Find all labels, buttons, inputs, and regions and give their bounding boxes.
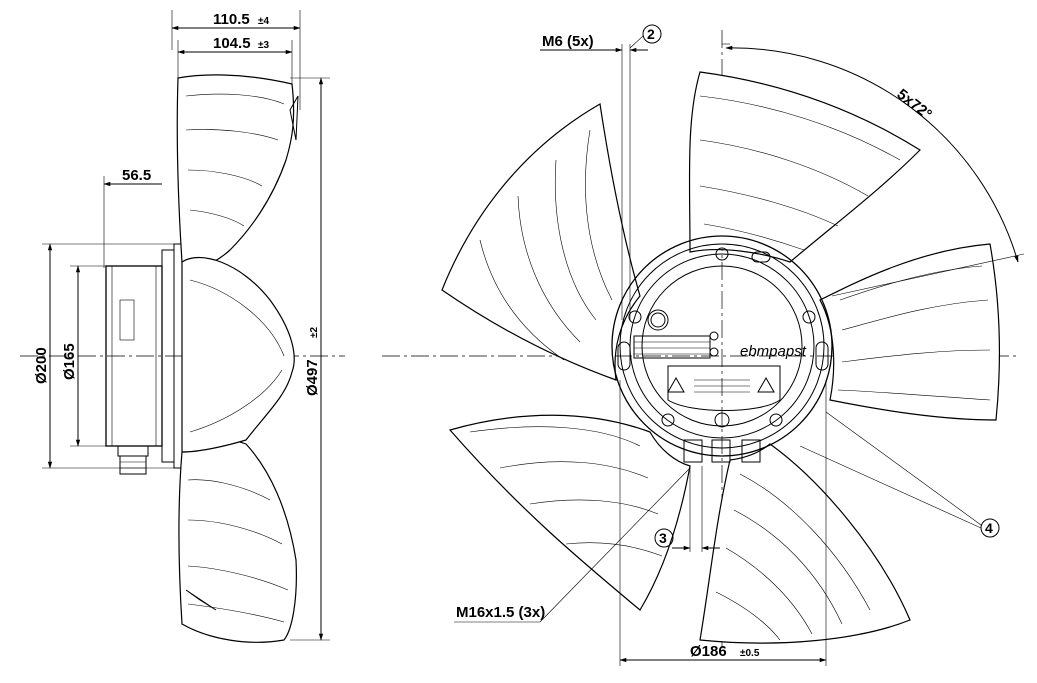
dim-total-width: 110.5 ±4 — [171, 10, 301, 110]
dim-cable-gland: M16x1.5 (3x) — [454, 467, 691, 623]
callout-3-label: 3 — [659, 530, 667, 546]
dim-motor-depth-value: 56.5 — [122, 167, 151, 184]
callout-4: 4 — [799, 411, 1000, 538]
bolt-circle-tol: ±0.5 — [740, 648, 760, 659]
dim-thread-m6: M6 (5x) — [540, 33, 648, 320]
dim-inner-width-tol: ±3 — [258, 40, 269, 51]
thread-label: M6 (5x) — [542, 33, 594, 50]
hub: ebmpapst — [611, 235, 833, 463]
bolt-circle-value: Ø186 — [690, 643, 727, 660]
dim-fan-diameter-value: Ø497 — [304, 359, 321, 396]
side-view: 110.5 ±4 104.5 ±3 56.5 Ø200 — [20, 10, 345, 643]
dim-diameter-165: Ø165 — [61, 265, 106, 447]
dim-diameter-200-value: Ø200 — [33, 347, 50, 384]
dim-fan-diameter: Ø497 ±2 — [290, 77, 330, 641]
callout-2: 2 — [629, 24, 662, 49]
dim-fan-diameter-tol: ±2 — [309, 327, 320, 338]
front-view: ebmpapst M6 (5x) 2 5x72° 3 — [382, 24, 1025, 666]
callout-2-label: 2 — [647, 26, 655, 42]
callout-4-label: 4 — [985, 520, 993, 536]
dim-inner-width: 104.5 ±3 — [177, 35, 293, 100]
dim-total-width-value: 110.5 — [213, 11, 250, 28]
angle-label: 5x72° — [894, 86, 935, 124]
callout-3: 3 — [654, 466, 720, 552]
brand-logo: ebmpapst — [740, 343, 807, 360]
front-blades — [441, 71, 1000, 644]
dim-bolt-circle: Ø186 ±0.5 — [619, 380, 827, 666]
cable-gland-label: M16x1.5 (3x) — [456, 604, 545, 621]
dim-total-width-tol: ±4 — [258, 16, 269, 27]
dim-diameter-165-value: Ø165 — [61, 343, 78, 380]
dim-motor-depth: 56.5 — [103, 167, 162, 268]
side-motor-body — [105, 243, 183, 475]
side-blades — [176, 74, 299, 643]
dim-diameter-200: Ø200 — [33, 243, 178, 469]
dim-inner-width-value: 104.5 — [213, 35, 251, 52]
